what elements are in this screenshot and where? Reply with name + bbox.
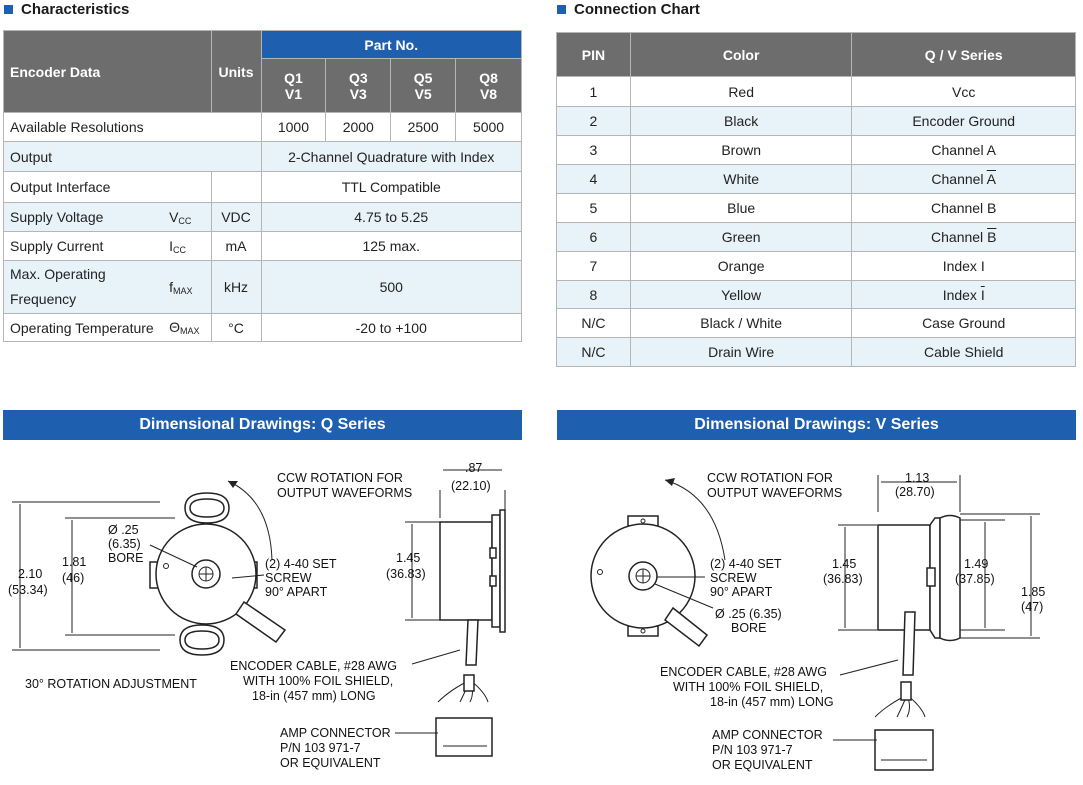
svg-text:1.45: 1.45 <box>396 551 420 565</box>
svg-text:1.81: 1.81 <box>62 555 86 569</box>
svg-text:(2) 4-40 SET: (2) 4-40 SET <box>265 557 337 571</box>
svg-text:1.13: 1.13 <box>905 471 929 485</box>
svg-text:Ø .25: Ø .25 <box>108 523 139 537</box>
svg-text:90° APART: 90° APART <box>265 585 328 599</box>
header-series: Q / V Series <box>851 32 1076 77</box>
q-amp-connector <box>435 717 493 757</box>
connection-chart-title: Connection Chart <box>557 1 700 18</box>
svg-text:BORE: BORE <box>108 551 143 565</box>
svg-text:(2) 4-40 SET: (2) 4-40 SET <box>710 557 782 571</box>
v-encoder-side-view <box>877 524 931 631</box>
header-color: Color <box>629 32 853 77</box>
table-row: Supply Voltage VCC VDC 4.75 to 5.25 <box>3 202 522 232</box>
characteristics-title: Characteristics <box>4 1 129 18</box>
table-row: Output Interface TTL Compatible <box>3 171 522 203</box>
svg-text:(22.10): (22.10) <box>451 479 491 493</box>
symbol-fmax: fMAX <box>163 260 212 314</box>
table-row: Operating Temperature ΘMAX °C -20 to +10… <box>3 313 522 342</box>
svg-text:OR EQUIVALENT: OR EQUIVALENT <box>280 756 381 770</box>
svg-text:CCW ROTATION FOR: CCW ROTATION FOR <box>277 471 403 485</box>
svg-text:18-in (457 mm) LONG: 18-in (457 mm) LONG <box>710 695 834 709</box>
svg-text:2.10: 2.10 <box>18 567 42 581</box>
svg-text:1.49: 1.49 <box>964 557 988 571</box>
q-series-title-bar: Dimensional Drawings: Q Series <box>3 410 522 440</box>
symbol-theta-max: ΘMAX <box>163 313 212 342</box>
svg-text:AMP CONNECTOR: AMP CONNECTOR <box>712 728 823 742</box>
svg-text:18-in (457 mm) LONG: 18-in (457 mm) LONG <box>252 689 376 703</box>
svg-text:AMP CONNECTOR: AMP CONNECTOR <box>280 726 391 740</box>
svg-text:ENCODER CABLE, #28 AWG: ENCODER CABLE, #28 AWG <box>230 659 397 673</box>
symbol-vcc: VCC <box>163 202 212 232</box>
table-row: Supply Current ICC mA 125 max. <box>3 231 522 261</box>
svg-text:(36.83): (36.83) <box>823 572 863 586</box>
svg-text:ENCODER CABLE, #28 AWG: ENCODER CABLE, #28 AWG <box>660 665 827 679</box>
svg-text:1.85: 1.85 <box>1021 585 1045 599</box>
header-encoder-data: Encoder Data <box>3 30 212 113</box>
header-units: Units <box>210 30 262 113</box>
svg-text:1.45: 1.45 <box>832 557 856 571</box>
svg-text:P/N 103 971-7: P/N 103 971-7 <box>712 743 793 757</box>
section-bullet-icon <box>557 5 566 14</box>
table-row: Output 2-Channel Quadrature with Index <box>3 141 522 172</box>
header-pin: PIN <box>556 32 631 77</box>
svg-text:OUTPUT WAVEFORMS: OUTPUT WAVEFORMS <box>707 486 842 500</box>
svg-text:(47): (47) <box>1021 600 1043 614</box>
svg-text:(28.70): (28.70) <box>895 485 935 499</box>
svg-text:(53.34): (53.34) <box>8 583 48 597</box>
v-amp-connector <box>874 729 934 771</box>
svg-text:Ø .25 (6.35): Ø .25 (6.35) <box>715 607 782 621</box>
svg-text:WITH 100% FOIL SHIELD,: WITH 100% FOIL SHIELD, <box>673 680 823 694</box>
v-series-drawing: CCW ROTATION FOR OUTPUT WAVEFORMS 1.13 (… <box>590 471 1045 772</box>
svg-text:OUTPUT WAVEFORMS: OUTPUT WAVEFORMS <box>277 486 412 500</box>
svg-text:SCREW: SCREW <box>265 571 312 585</box>
svg-text:WITH 100% FOIL SHIELD,: WITH 100% FOIL SHIELD, <box>243 674 393 688</box>
svg-text:.87: .87 <box>465 461 482 475</box>
svg-text:(6.35): (6.35) <box>108 537 141 551</box>
svg-text:P/N 103 971-7: P/N 103 971-7 <box>280 741 361 755</box>
q-series-drawing: CCW ROTATION FOR OUTPUT WAVEFORMS .87 (2… <box>8 461 506 770</box>
symbol-icc: ICC <box>163 231 212 261</box>
svg-text:(37.85): (37.85) <box>955 572 995 586</box>
svg-text:(36.83): (36.83) <box>386 567 426 581</box>
svg-text:30° ROTATION ADJUSTMENT: 30° ROTATION ADJUSTMENT <box>25 677 197 691</box>
section-bullet-icon <box>4 5 13 14</box>
svg-text:SCREW: SCREW <box>710 571 757 585</box>
svg-text:90° APART: 90° APART <box>710 585 773 599</box>
svg-text:(46): (46) <box>62 571 84 585</box>
table-row: Available Resolutions 1000 2000 2500 500… <box>3 112 522 142</box>
svg-text:OR EQUIVALENT: OR EQUIVALENT <box>712 758 813 772</box>
v-series-title-bar: Dimensional Drawings: V Series <box>557 410 1076 440</box>
svg-text:CCW ROTATION FOR: CCW ROTATION FOR <box>707 471 833 485</box>
header-part-no: Part No. <box>260 30 522 59</box>
q-encoder-side-view <box>439 521 493 621</box>
svg-text:BORE: BORE <box>731 621 766 635</box>
